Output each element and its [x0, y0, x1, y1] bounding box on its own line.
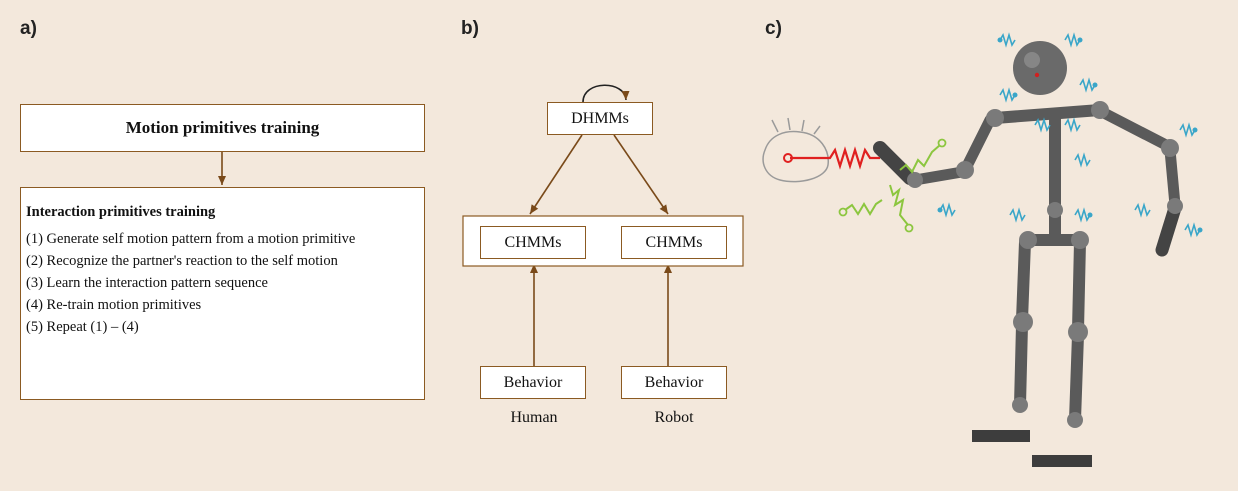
dhmms-node: DHMMs [547, 102, 653, 135]
behavior-node-human: Behavior [480, 366, 586, 399]
panel-label-c: c) [765, 18, 782, 39]
dhmms-self-loop-arrow [582, 84, 630, 103]
list-item: (5) Repeat (1) – (4) [26, 319, 139, 335]
panel-label-b: b) [461, 18, 479, 39]
hand-icon [762, 117, 829, 183]
motion-primitives-training-box: Motion primitives training [20, 104, 425, 152]
list-item: (4) Re-train motion primitives [26, 297, 202, 313]
blue-springs [939, 32, 1201, 238]
behavior-node-robot: Behavior [621, 366, 727, 399]
panel-label-a: a) [20, 18, 37, 39]
red-spring [790, 146, 880, 170]
interaction-primitives-training-box: Interaction primitives training (1) Gene… [20, 187, 425, 400]
blue-spring-ends [937, 37, 1203, 233]
caption-robot: Robot [654, 409, 694, 426]
green-springs [844, 144, 941, 226]
list-item: (1) Generate self motion pattern from a … [26, 231, 356, 247]
interaction-primitives-heading: Interaction primitives training [26, 204, 216, 220]
chmms-node-human: CHMMs [480, 226, 586, 259]
list-item: (3) Learn the interaction pattern sequen… [26, 275, 268, 291]
list-item: (2) Recognize the partner's reaction to … [26, 253, 338, 269]
arrow-dhmms-to-chmms-right [613, 134, 669, 215]
robot-figure [873, 41, 1183, 467]
chmms-node-robot: CHMMs [621, 226, 727, 259]
caption-human: Human [510, 409, 558, 426]
arrow-dhmms-to-chmms-left [529, 134, 583, 215]
